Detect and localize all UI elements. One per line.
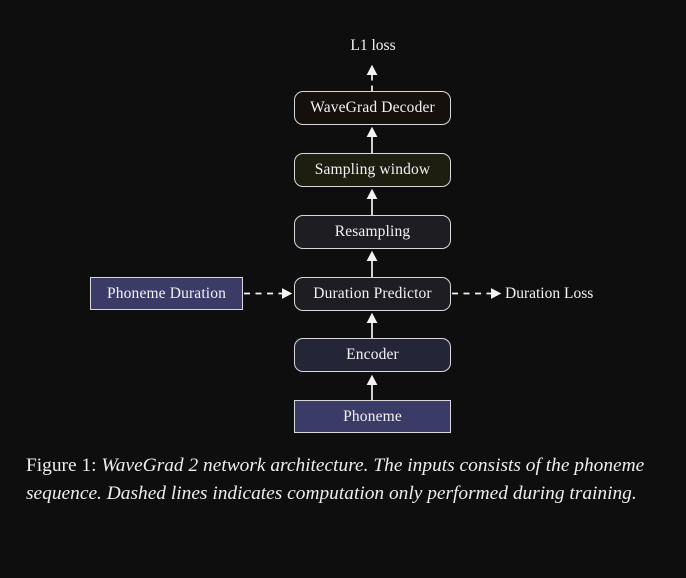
node-phoneme-label: Phoneme — [343, 407, 402, 425]
node-duration-predictor-label: Duration Predictor — [313, 285, 432, 302]
node-phoneme-duration-label: Phoneme Duration — [106, 284, 227, 302]
node-encoder-label: Encoder — [346, 346, 399, 363]
node-phoneme[interactable]: Phoneme — [294, 400, 451, 433]
diagram-canvas: L1 loss WaveGrad Decoder Sampling window… — [90, 34, 625, 433]
node-encoder[interactable]: Encoder — [294, 338, 451, 372]
node-sampling-window[interactable]: Sampling window — [294, 153, 451, 187]
figure-caption-label: Figure 1: — [26, 455, 102, 476]
node-wavegrad-decoder[interactable]: WaveGrad Decoder — [294, 91, 451, 125]
node-duration-predictor[interactable]: Duration Predictor — [294, 277, 451, 311]
node-l1-loss-label: L1 loss — [350, 37, 396, 54]
node-resampling[interactable]: Resampling — [294, 215, 451, 249]
figure-caption-text: WaveGrad 2 network architecture. The inp… — [26, 455, 645, 504]
node-sampling-window-label: Sampling window — [314, 161, 431, 178]
node-phoneme-duration[interactable]: Phoneme Duration — [90, 277, 243, 310]
figure-caption: Figure 1: WaveGrad 2 network architectur… — [26, 452, 664, 507]
node-duration-loss: Duration Loss — [505, 282, 625, 306]
node-wavegrad-decoder-label: WaveGrad Decoder — [310, 99, 435, 116]
node-resampling-label: Resampling — [334, 223, 411, 240]
node-duration-loss-label: Duration Loss — [505, 285, 594, 302]
node-l1-loss: L1 loss — [344, 34, 402, 58]
